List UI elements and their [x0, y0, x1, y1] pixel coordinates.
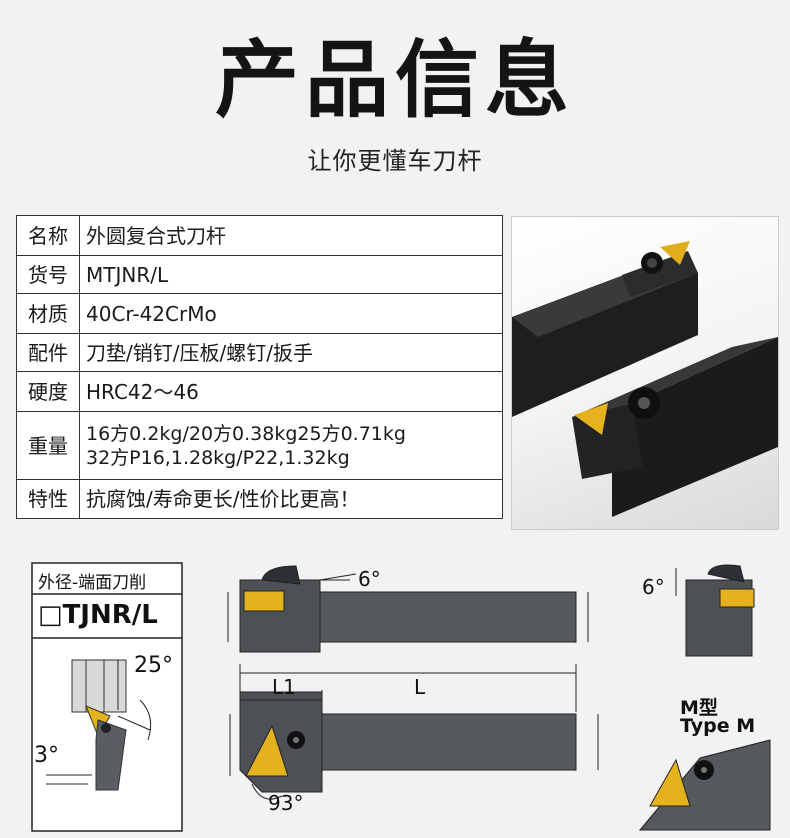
spec-row-material: 材质 40Cr-42CrMo — [16, 293, 503, 334]
spec-key: 特性 — [16, 479, 80, 519]
spec-value: 16方0.2kg/20方0.38kg25方0.71kg 32方P16,1.28k… — [79, 411, 503, 480]
spec-row-hardness: 硬度 HRC42～46 — [16, 371, 503, 412]
page-title: 产品信息 — [214, 31, 575, 129]
spec-value: 抗腐蚀/寿命更长/性价比更高！ — [79, 479, 503, 519]
panel-code: □TJNR/L — [38, 600, 158, 630]
end-angle-label: 6° — [642, 575, 665, 599]
spec-row-name: 名称 外圆复合式刀杆 — [16, 215, 503, 256]
technical-drawing: 外径-端面刀削 □TJNR/L 25° 3° 6° L1 L 93° 6° M型… — [0, 545, 790, 838]
spec-value-line-2: 32方P16,1.28kg/P22,1.32kg — [86, 446, 350, 469]
product-photo — [511, 216, 779, 530]
spec-value: MTJNR/L — [79, 255, 503, 294]
panel-title: 外径-端面刀削 — [38, 573, 147, 593]
upper-insert — [660, 241, 690, 265]
dim-l-label: L — [414, 675, 426, 699]
page-subtitle: 让你更懂车刀杆 — [307, 147, 483, 175]
panel-angle-bottom: 3° — [34, 743, 59, 768]
spec-value: 刀垫/销钉/压板/螺钉/扳手 — [79, 333, 503, 372]
type-cn-label: M型 — [680, 697, 718, 719]
spec-key: 材质 — [16, 293, 80, 334]
spec-key: 货号 — [16, 255, 80, 294]
spec-row-feature: 特性 抗腐蚀/寿命更长/性价比更高！ — [16, 479, 503, 519]
spec-value: 外圆复合式刀杆 — [79, 215, 503, 256]
spec-value: HRC42～46 — [79, 371, 503, 412]
spec-table: 名称 外圆复合式刀杆 货号 MTJNR/L 材质 40Cr-42CrMo 配件 … — [16, 215, 503, 519]
panel-angle-top: 25° — [134, 653, 173, 678]
type-en-label: Type M — [680, 715, 756, 737]
tool-holder-illustration — [512, 241, 778, 517]
spec-key: 硬度 — [16, 371, 80, 412]
spec-value-line-1: 16方0.2kg/20方0.38kg25方0.71kg — [86, 422, 406, 445]
spec-key: 配件 — [16, 333, 80, 372]
drawing-svg — [31, 562, 771, 832]
spec-value: 40Cr-42CrMo — [79, 293, 503, 334]
lower-insert — [574, 403, 608, 435]
spec-row-accessories: 配件 刀垫/销钉/压板/螺钉/扳手 — [16, 333, 503, 372]
spec-row-model: 货号 MTJNR/L — [16, 255, 503, 294]
spec-key: 重量 — [16, 411, 80, 480]
spec-key: 名称 — [16, 215, 80, 256]
side-angle-label: 6° — [358, 567, 381, 591]
spec-row-weight: 重量 16方0.2kg/20方0.38kg25方0.71kg 32方P16,1.… — [16, 411, 503, 480]
dim-l1-label: L1 — [272, 675, 296, 699]
lead-angle-label: 93° — [268, 791, 304, 815]
